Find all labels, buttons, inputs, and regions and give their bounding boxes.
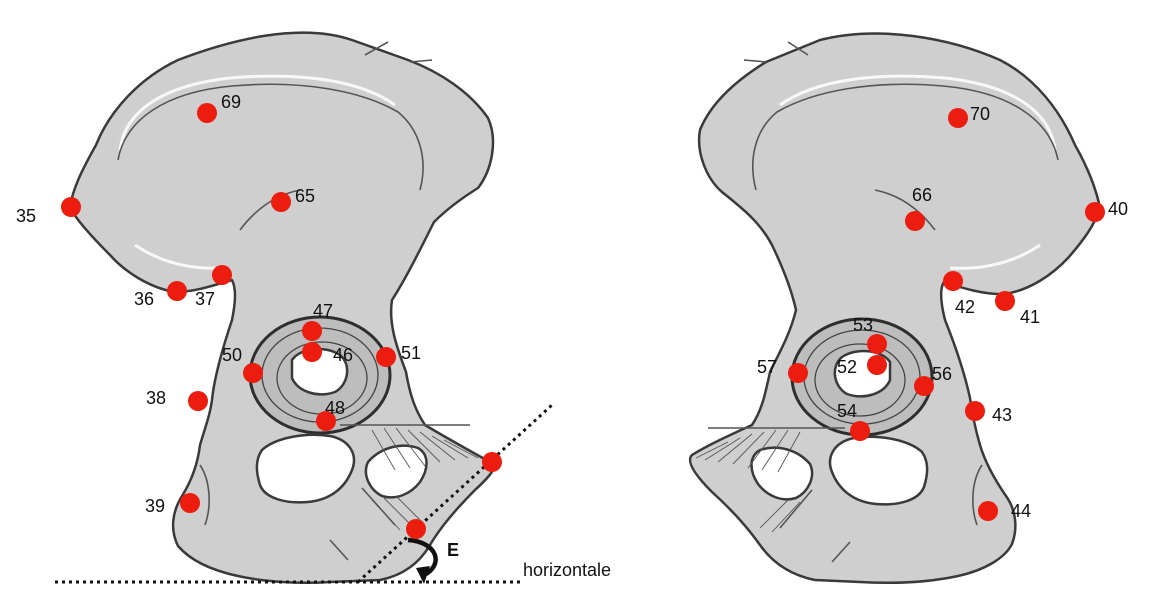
landmark-53 (867, 334, 887, 354)
landmark-70 (948, 108, 968, 128)
landmark-label-54: 54 (837, 401, 857, 421)
landmark-label-50: 50 (222, 345, 242, 365)
landmark-label-37: 37 (195, 289, 215, 309)
landmark-label-56: 56 (932, 364, 952, 384)
landmark-label-42: 42 (955, 297, 975, 317)
landmark-label-66: 66 (912, 185, 932, 205)
landmark-38 (188, 391, 208, 411)
landmark-46 (302, 342, 322, 362)
landmark-pubic-symphysis-low (406, 519, 426, 539)
landmark-39 (180, 493, 200, 513)
landmark-69 (197, 103, 217, 123)
landmark-54 (850, 421, 870, 441)
landmark-35 (61, 197, 81, 217)
landmark-label-46: 46 (333, 345, 353, 365)
horizontal-label: horizontale (523, 560, 611, 580)
landmark-40 (1085, 202, 1105, 222)
landmark-label-36: 36 (134, 289, 154, 309)
landmark-label-48: 48 (325, 398, 345, 418)
landmark-label-44: 44 (1011, 501, 1031, 521)
landmark-label-51: 51 (401, 343, 421, 363)
landmark-label-65: 65 (295, 186, 315, 206)
landmark-label-52: 52 (837, 357, 857, 377)
landmark-37 (212, 265, 232, 285)
landmark-52 (867, 355, 887, 375)
landmark-label-39: 39 (145, 496, 165, 516)
landmark-label-47: 47 (313, 301, 333, 321)
angle-label: E (447, 540, 459, 560)
landmark-label-38: 38 (146, 388, 166, 408)
landmark-label-41: 41 (1020, 307, 1040, 327)
landmark-43 (965, 401, 985, 421)
landmark-47 (302, 321, 322, 341)
landmark-50 (243, 363, 263, 383)
landmark-label-57: 57 (757, 357, 777, 377)
landmark-44 (978, 501, 998, 521)
landmark-label-53: 53 (853, 315, 873, 335)
landmark-41 (995, 291, 1015, 311)
landmark-label-35: 35 (16, 206, 36, 226)
landmark-label-70: 70 (970, 104, 990, 124)
landmark-66 (905, 211, 925, 231)
landmark-51 (376, 347, 396, 367)
landmark-label-43: 43 (992, 405, 1012, 425)
landmark-36 (167, 281, 187, 301)
landmark-42 (943, 271, 963, 291)
landmark-57 (788, 363, 808, 383)
landmark-65 (271, 192, 291, 212)
landmark-label-69: 69 (221, 92, 241, 112)
landmark-label-40: 40 (1108, 199, 1128, 219)
landmark-pubic-tubercle (482, 452, 502, 472)
landmark-56 (914, 376, 934, 396)
